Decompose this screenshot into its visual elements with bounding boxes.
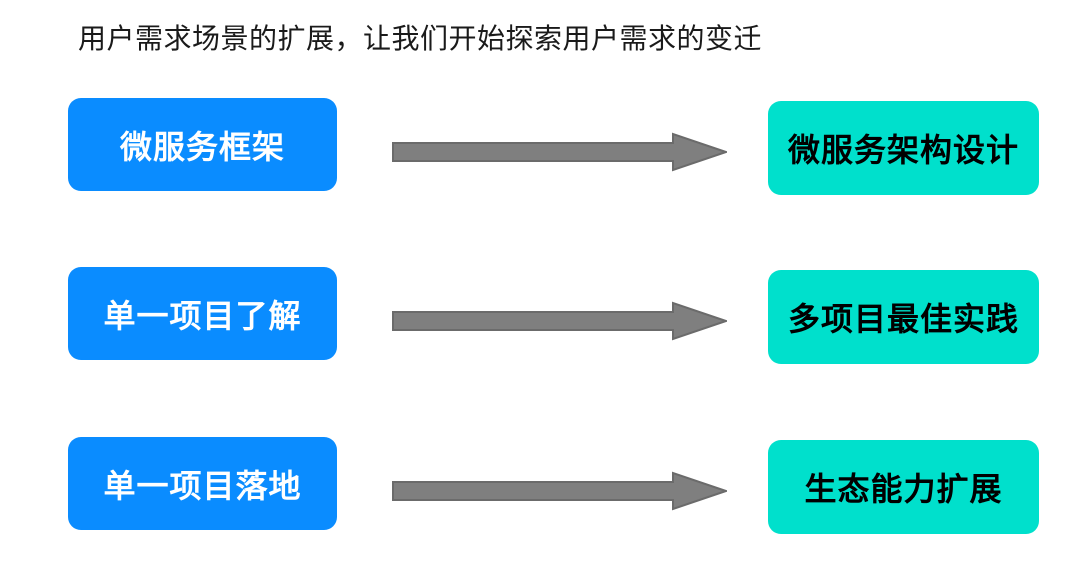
target-box-label: 微服务架构设计 — [787, 132, 1019, 168]
right-arrow-icon — [392, 132, 727, 172]
target-box-label: 生态能力扩展 — [804, 471, 1003, 507]
flow-row-2: 单一项目了解 多项目最佳实践 — [0, 267, 1080, 367]
source-box-row-3: 单一项目落地 — [68, 437, 337, 530]
slide-title: 用户需求场景的扩展，让我们开始探索用户需求的变迁 — [78, 23, 763, 54]
source-box-label: 微服务框架 — [119, 128, 285, 165]
flow-row-3: 单一项目落地 生态能力扩展 — [0, 437, 1080, 537]
target-box-row-1: 微服务架构设计 — [768, 101, 1039, 195]
source-box-row-2: 单一项目了解 — [68, 267, 337, 360]
target-box-row-3: 生态能力扩展 — [768, 440, 1039, 534]
right-arrow-icon — [392, 301, 727, 341]
target-box-label: 多项目最佳实践 — [787, 301, 1019, 337]
source-box-label: 单一项目了解 — [103, 297, 302, 334]
right-arrow-icon — [392, 471, 727, 511]
target-box-row-2: 多项目最佳实践 — [768, 270, 1039, 364]
source-box-label: 单一项目落地 — [103, 467, 302, 504]
source-box-row-1: 微服务框架 — [68, 98, 337, 191]
flow-row-1: 微服务框架 微服务架构设计 — [0, 98, 1080, 198]
